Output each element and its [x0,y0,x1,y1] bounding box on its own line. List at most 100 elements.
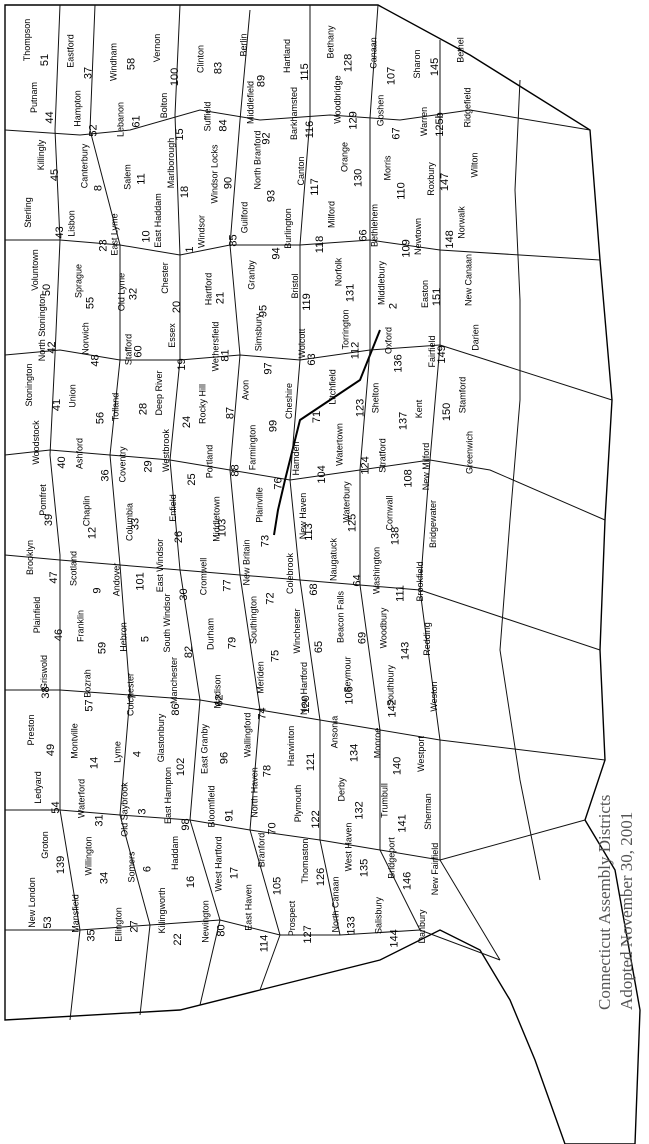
town-label: Canaan [369,37,379,69]
district-number: 2 [388,303,400,309]
town-label: Brookfield [415,561,425,601]
district-number: 92 [261,132,273,144]
town-label: Sherman [423,793,433,830]
district-number: 77 [221,579,233,591]
town-label: Madison [212,674,222,708]
district-number: 48 [89,354,101,366]
district-number: 87 [224,407,236,419]
town-label: Killingworth [157,887,167,933]
town-label: Woodbridge [332,75,342,123]
town-label: Lisbon [66,210,76,237]
district-number: 100 [169,68,181,86]
district-number: 144 [389,929,401,947]
town-label: Hamden [291,441,301,475]
district-number: 118 [314,236,326,254]
district-number: 128 [342,54,354,72]
town-label: Bolton [159,93,169,119]
town-label: Glastonbury [156,713,166,762]
town-label: Stratford [378,438,388,473]
town-label: Avon [241,380,251,400]
town-label: Derby [336,777,346,802]
district-number: 72 [265,592,277,604]
town-label: Branford [257,833,267,868]
district-number: 86 [170,703,182,715]
town-label: Willington [83,836,93,875]
town-label: Watertown [334,423,344,466]
town-label: Rocky Hill [197,384,207,424]
town-label: Westport [416,736,426,772]
district-number: 82 [183,646,195,658]
district-number: 113 [303,523,315,541]
town-label: Salem [123,164,133,190]
district-number: 110 [396,182,408,200]
district-number: 123 [354,399,366,417]
district-number: 18 [179,186,191,198]
district-number: 127 [302,925,314,943]
district-number: 124 [359,456,371,474]
district-number: 137 [398,412,410,430]
town-label: Plainfield [32,597,42,634]
town-label: Bridgeport [387,837,397,879]
district-number: 109 [401,239,413,257]
district-number: 141 [397,814,409,832]
town-label: Pomfret [38,484,48,516]
town-label: Darien [470,324,480,351]
town-label: Sharon [412,49,422,78]
district-number: 75 [270,650,282,662]
district-number: 69 [356,632,368,644]
district-number: 31 [93,814,105,826]
town-label: Goshen [376,95,386,127]
district-number: 146 [402,872,414,890]
town-label: Seymour [342,656,352,692]
district-number: 150 [441,403,453,421]
town-label: Oxford [384,327,394,354]
district-number: 52 [87,124,99,136]
town-label: Naugatuck [328,537,338,581]
district-number: 73 [260,535,272,547]
town-label: Beacon Falls [335,590,345,643]
district-number: 78 [262,765,274,777]
district-number: 121 [305,753,317,771]
town-label: Norwalk [456,206,466,239]
town-label: Waterbury [341,481,351,523]
town-label: Coventry [118,446,128,483]
town-label: Middlefield [246,81,256,124]
town-label: South Windsor [162,593,172,652]
district-number: 71 [311,411,323,423]
district-number: 142 [387,699,399,717]
district-number: 55 [84,297,96,309]
town-label: Hebron [119,622,129,652]
district-number: 61 [131,115,143,127]
district-number: 45 [49,169,61,181]
town-label: Burlington [283,208,293,249]
town-label: Norwich [80,322,90,355]
district-number: 64 [351,574,363,586]
district-number: 131 [344,284,356,302]
town-label: New Fairfield [430,843,440,896]
district-number: 8 [92,185,104,191]
district-number: 74 [257,707,269,719]
town-label: Marlborough [166,138,176,189]
district-number: 63 [306,353,318,365]
district-number: 104 [316,465,328,483]
town-label: New Britain [242,539,252,585]
town-label: Barkhamsted [289,87,299,140]
town-label: Norfolk [333,257,343,286]
town-label: Newington [200,900,210,943]
district-number: 16 [185,876,197,888]
district-number: 79 [226,637,238,649]
town-label: Voluntown [30,249,40,291]
district-number: 7 [127,693,139,699]
town-label: Old Lyme [117,273,127,311]
town-label: Windsor Locks [209,144,219,204]
district-number: 50 [41,284,53,296]
town-label: Columbia [125,503,135,541]
district-number: 53 [42,916,54,928]
town-label: Somers [127,851,137,883]
district-number: 56 [94,412,106,424]
district-number: 42 [46,341,58,353]
district-number: 98 [180,818,192,830]
town-label: Woodbury [379,607,389,648]
district-number: 43 [54,226,66,238]
town-label: New Milford [421,443,431,491]
